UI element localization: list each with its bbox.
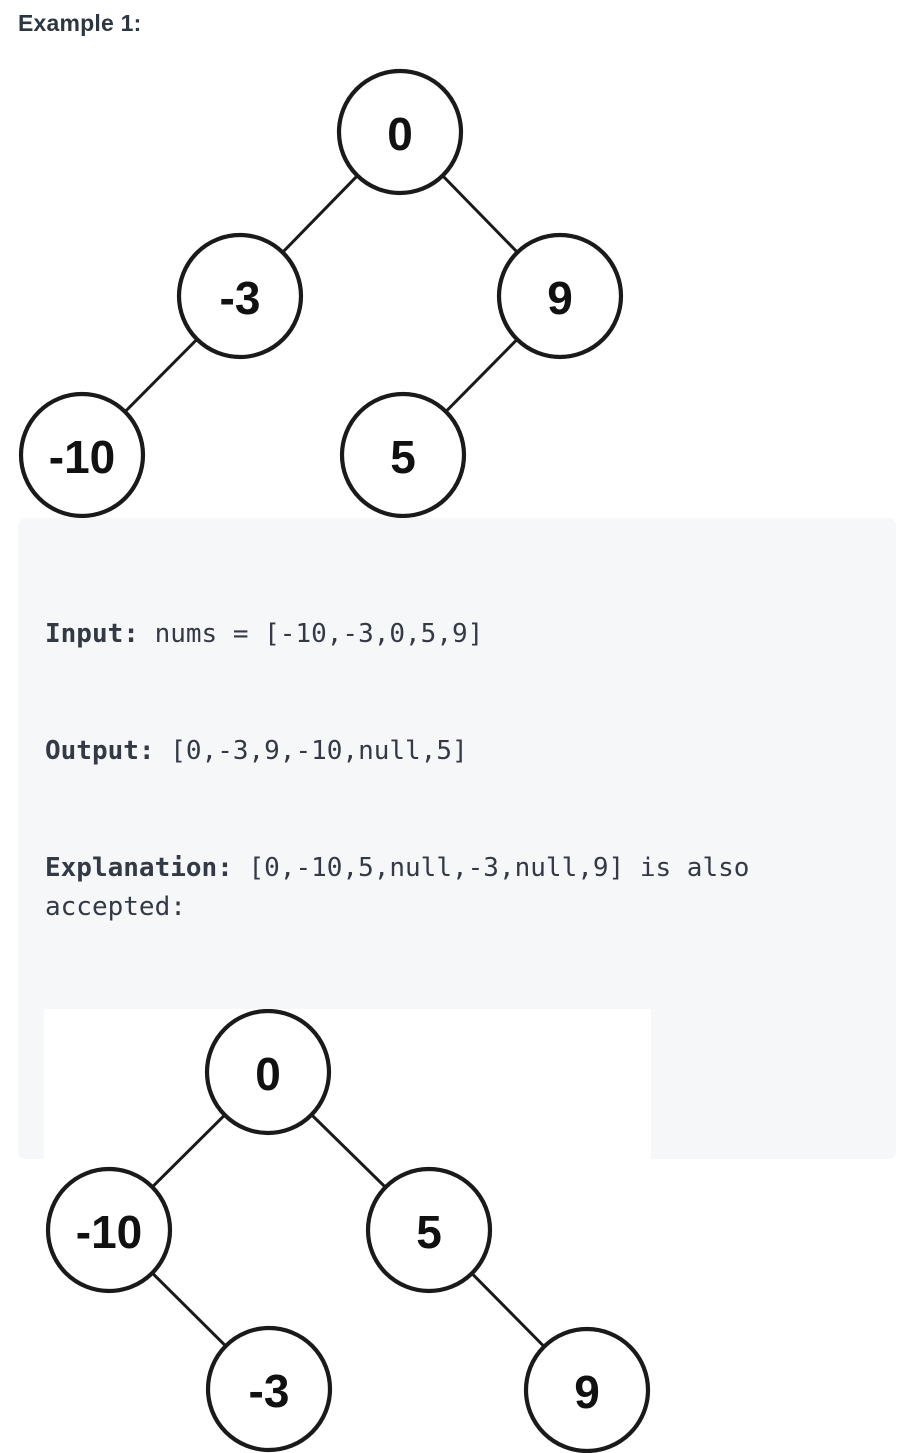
tree-node-value: 5	[416, 1206, 442, 1258]
tree-node-value: 0	[387, 108, 413, 160]
tree-node-value: 9	[547, 272, 573, 324]
explanation-line: Explanation: [0,-10,5,null,-3,null,9] is…	[45, 849, 868, 927]
tree-node-value: 9	[574, 1366, 600, 1418]
tree-node: 5	[339, 391, 467, 519]
accepted-tree-diagram: 0 -10 5 -3 9	[44, 1009, 651, 1453]
tree-node-value: 0	[255, 1048, 281, 1100]
tree-node-circle	[336, 68, 464, 196]
input-value: nums = [-10,-3,0,5,9]	[138, 619, 484, 649]
tree-node-circle	[496, 232, 624, 360]
tree-node: 9	[496, 232, 624, 360]
explanation-value: [0,-10,5,null,-3,null,9] is also accepte…	[45, 853, 766, 922]
tree-node: -10	[18, 391, 146, 519]
tree-node: 0	[336, 68, 464, 196]
tree-node-circle	[18, 391, 146, 519]
tree-node-value: -3	[220, 272, 261, 324]
output-line: Output: [0,-3,9,-10,null,5]	[45, 732, 868, 771]
tree-node-circle	[176, 232, 304, 360]
output-value: [0,-3,9,-10,null,5]	[154, 736, 468, 766]
input-line: Input: nums = [-10,-3,0,5,9]	[45, 615, 868, 654]
input-tree-diagram: 0 -3 9 -10 5	[18, 68, 624, 519]
tree-node: -10	[45, 1166, 173, 1294]
explanation-label: Explanation:	[45, 853, 233, 883]
tree-node-value: 5	[390, 431, 416, 483]
tree-node-value: -10	[49, 431, 115, 483]
tree-node-circle	[204, 1009, 332, 1136]
example-io-text: Input: nums = [-10,-3,0,5,9] Output: [0,…	[45, 537, 868, 1005]
example-block: Input: nums = [-10,-3,0,5,9] Output: [0,…	[18, 518, 896, 1453]
output-label: Output:	[45, 736, 155, 766]
tree-node: 0	[204, 1009, 332, 1136]
tree-node: -3	[205, 1325, 333, 1453]
tree-node: 5	[365, 1166, 493, 1294]
tree-node-value: -10	[76, 1206, 142, 1258]
tree-node: -3	[176, 232, 304, 360]
input-label: Input:	[45, 619, 139, 649]
example-title: Example 1:	[18, 10, 142, 36]
tree-node-value: -3	[249, 1365, 290, 1417]
tree-node-circle	[339, 391, 467, 519]
tree-node: 9	[523, 1326, 651, 1453]
